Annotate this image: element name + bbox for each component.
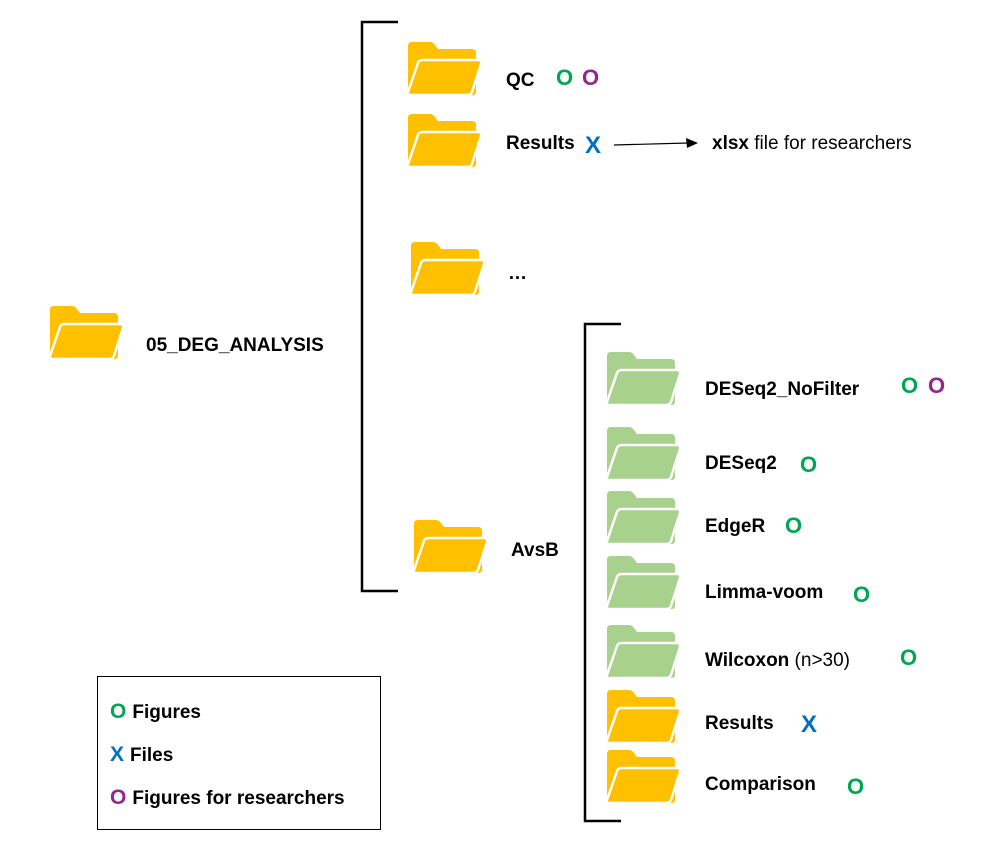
xlsx-annotation-text: file for researchers — [748, 133, 912, 154]
folder-icon — [605, 554, 681, 610]
legend-figures-label: Figures — [132, 702, 201, 723]
qc-folder-label[interactable]: QC — [506, 70, 535, 91]
arrow-line — [613, 142, 689, 146]
deseq2-nofilter-folder-label[interactable]: DESeq2_NoFilter — [705, 379, 860, 400]
figures-marker: O — [853, 582, 871, 607]
figures-marker: O — [900, 645, 918, 670]
researcher-figures-marker: O — [582, 65, 600, 90]
folder-icon — [605, 489, 681, 545]
results-sub-folder-label[interactable]: Results — [705, 713, 774, 734]
figures-marker: O — [800, 452, 818, 477]
figures-marker: O — [556, 65, 574, 90]
bracket-level2 — [583, 322, 621, 823]
figures-marker: O — [110, 700, 127, 723]
figures-marker: O — [785, 513, 803, 538]
folder-icon — [605, 425, 681, 481]
deseq2-folder-label[interactable]: DESeq2 — [705, 453, 777, 474]
comparison-folder-label[interactable]: Comparison — [705, 774, 816, 795]
limma-voom-folder-label[interactable]: Limma-voom — [705, 582, 824, 603]
results-folder-label[interactable]: Results — [506, 133, 575, 154]
figures-marker: O — [847, 774, 865, 799]
wilcoxon-folder-label[interactable]: Wilcoxon (n>30) — [705, 651, 850, 670]
folder-icon — [605, 350, 681, 406]
xlsx-bold: xlsx — [712, 133, 749, 154]
avsb-folder-label[interactable]: AvsB — [511, 540, 559, 561]
folder-icon — [412, 518, 488, 574]
folder-icon — [406, 40, 482, 96]
xlsx-annotation: xlsx file for researchers — [712, 134, 912, 153]
folder-icon — [605, 688, 681, 744]
legend-files-label: Files — [130, 745, 174, 766]
wilcoxon-name: Wilcoxon — [705, 650, 790, 671]
arrow-head — [686, 138, 698, 148]
files-marker: X — [110, 743, 125, 766]
researcher-figures-marker: O — [928, 373, 946, 398]
files-marker: X — [585, 132, 602, 159]
folder-icon — [409, 240, 485, 296]
folder-icon — [48, 304, 124, 360]
ellipsis-label: … — [508, 263, 527, 284]
folder-icon — [605, 748, 681, 804]
wilcoxon-note: (n>30) — [789, 650, 851, 671]
root-folder-label[interactable]: 05_DEG_ANALYSIS — [146, 335, 324, 356]
bracket-level1 — [360, 20, 398, 593]
folder-icon — [406, 112, 482, 168]
files-marker: X — [801, 711, 818, 738]
legend-researchers-label: Figures for researchers — [132, 788, 345, 809]
folder-icon — [605, 623, 681, 679]
edger-folder-label[interactable]: EdgeR — [705, 516, 766, 537]
figures-marker: O — [901, 373, 919, 398]
researcher-figures-marker: O — [110, 786, 127, 809]
